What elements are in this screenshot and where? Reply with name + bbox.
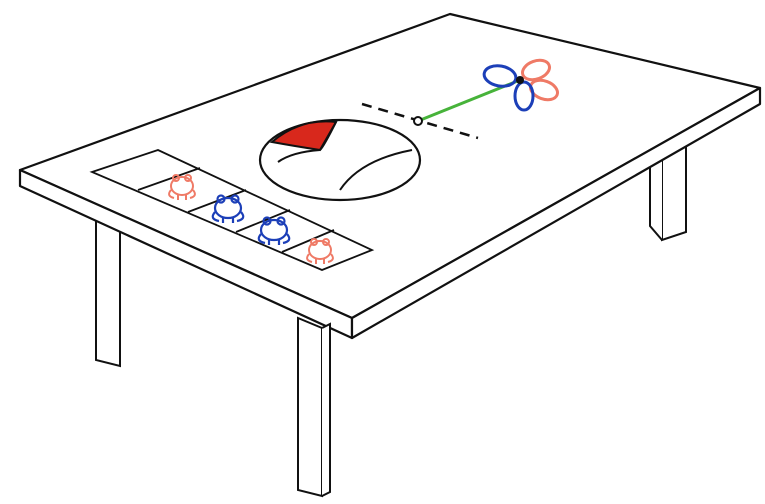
front-center-leg	[298, 318, 330, 496]
back-left-leg	[96, 208, 120, 366]
oval-outline	[260, 120, 420, 200]
flower-center	[516, 76, 524, 84]
spinner-pivot	[414, 117, 422, 125]
segmented-oval	[260, 120, 420, 200]
